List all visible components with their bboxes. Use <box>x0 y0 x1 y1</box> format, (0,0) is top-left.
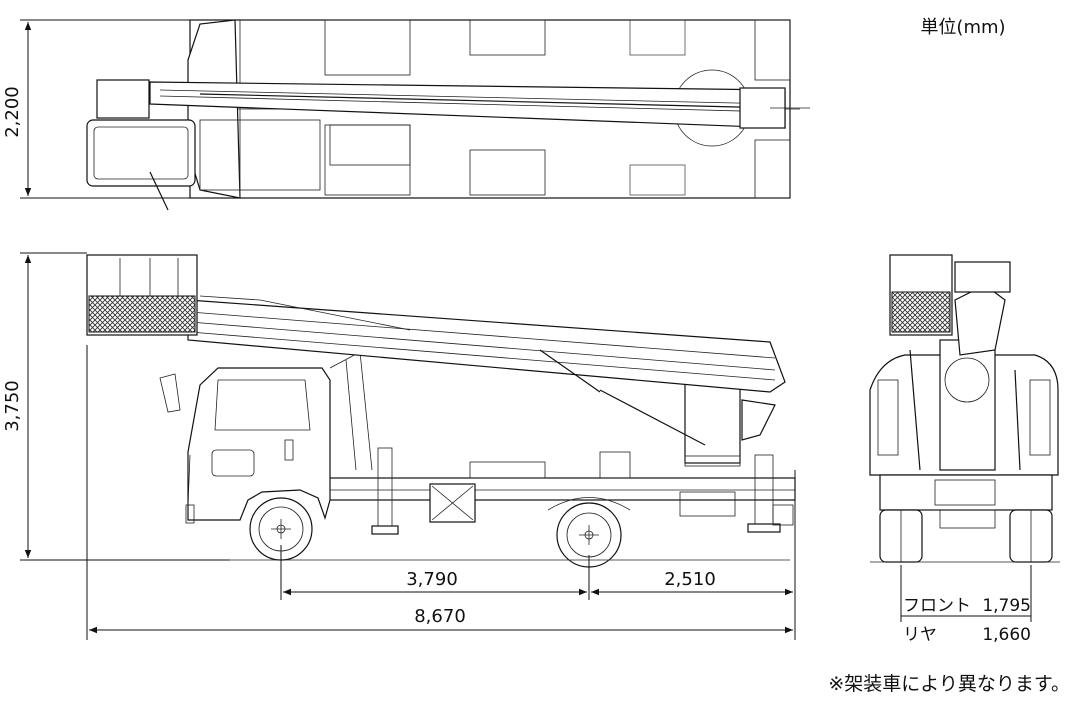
side-view <box>86 254 796 568</box>
dim-horizontal-lines <box>86 345 796 640</box>
tread-rear-value: 1,660 <box>982 625 1031 645</box>
dim-width-top <box>20 19 190 199</box>
top-view <box>86 19 810 211</box>
tread-rear-label: リヤ <box>903 625 937 645</box>
dim-rear-overhang-label: 2,510 <box>664 569 716 590</box>
dim-wheelbase-label: 3,790 <box>406 569 458 590</box>
dim-tread-lines <box>900 565 1032 622</box>
rear-view <box>869 254 1060 563</box>
dim-height-side-label: 3,750 <box>2 380 23 432</box>
dim-width-top-label: 2,200 <box>2 86 23 138</box>
unit-label: 単位(mm) <box>920 17 1005 38</box>
tread-front-label: フロント <box>903 596 971 616</box>
footnote: ※架装車により異なります。 <box>828 673 1070 695</box>
tread-front-value: 1,795 <box>982 596 1031 616</box>
dim-height-side <box>20 252 230 561</box>
dim-overall-length-label: 8,670 <box>414 606 466 627</box>
